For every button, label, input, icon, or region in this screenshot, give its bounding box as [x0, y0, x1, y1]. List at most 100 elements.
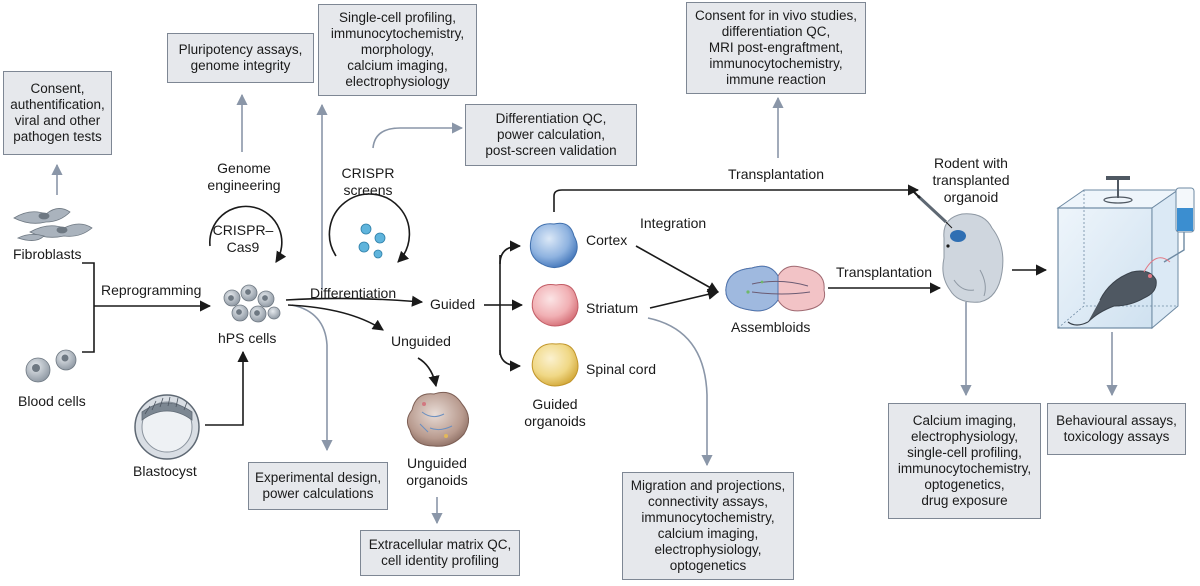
box-migration-line: electrophysiology, — [654, 542, 762, 557]
syringe-icon — [916, 194, 948, 224]
box-in-vivo: Consent for in vivo studies, differentia… — [686, 2, 866, 94]
box-differentiation-qc-line: Differentiation QC, — [495, 111, 607, 126]
box-pluripotency-line: Pluripotency assays, — [178, 42, 303, 57]
box-calcium-line: immunocytochemistry, — [897, 461, 1032, 476]
label-striatum: Striatum — [586, 300, 639, 316]
label-rodent-line: transplanted — [932, 172, 1010, 188]
box-differentiation-qc-line: power calculation, — [496, 127, 606, 142]
arrow-cortex-to-assembloids — [635, 245, 719, 293]
box-consent: Consent, authentification, viral and oth… — [3, 71, 112, 155]
arrow-unguided-to-organoid — [417, 357, 440, 388]
bracket-sources — [82, 262, 95, 353]
arrow-crispr-cas9-loop — [209, 205, 287, 263]
label-genome-engineering-line: engineering — [207, 177, 281, 193]
box-behavioural: Behavioural assays, toxicology assays — [1047, 403, 1186, 455]
arrow-striatum-to-assembloids — [649, 288, 720, 309]
box-calcium-line: single-cell profiling, — [907, 445, 1022, 460]
box-calcium-line: Calcium imaging, — [912, 413, 1017, 428]
box-migration-line: calcium imaging, — [657, 526, 759, 541]
box-migration-line: immunocytochemistry, — [641, 510, 775, 525]
grey-arrows — [51, 93, 1118, 525]
box-consent-line: Consent, — [30, 81, 85, 96]
label-rodent-line: organoid — [943, 189, 999, 205]
arrow-screens-to-diffqc — [372, 122, 464, 149]
label-cortex: Cortex — [586, 232, 628, 248]
box-ecm-qc-line: cell identity profiling — [381, 553, 499, 568]
box-in-vivo-line: Consent for in vivo studies, — [694, 8, 858, 23]
label-hps-cells: hPS cells — [218, 330, 277, 346]
box-experimental-design-line: power calculations — [262, 486, 374, 501]
box-single-cell-line: Single-cell profiling, — [338, 10, 457, 25]
hps-cells-illustration — [223, 284, 281, 323]
arrow-cortex-transplant — [553, 184, 920, 212]
box-experimental-design-line: Experimental design, — [255, 470, 382, 485]
box-calcium-line: optogenetics, — [924, 477, 1005, 492]
box-consent-line: pathogen tests — [13, 129, 102, 144]
label-guided-organoids: Guided organoids — [518, 396, 592, 430]
box-calcium: Calcium imaging, electrophysiology, sing… — [888, 403, 1041, 519]
spinal-cord-organoid — [531, 343, 579, 387]
arrow-fork-top — [499, 240, 522, 265]
box-consent-line: viral and other — [14, 113, 101, 128]
label-fibroblasts: Fibroblasts — [13, 246, 82, 262]
box-ecm-qc-line: Extracellular matrix QC, — [368, 537, 512, 552]
box-migration-line: optogenetics — [669, 558, 747, 573]
label-blastocyst: Blastocyst — [133, 463, 197, 479]
label-guided-organoids-line: organoids — [524, 413, 586, 429]
unguided-organoid — [406, 391, 469, 447]
box-in-vivo-line: differentiation QC, — [721, 24, 831, 39]
box-in-vivo-line: immunocytochemistry, — [709, 56, 843, 71]
box-migration-line: Migration and projections, — [630, 478, 786, 493]
box-migration: Migration and projections, connectivity … — [622, 472, 794, 580]
label-spinal-cord: Spinal cord — [586, 361, 657, 377]
label-unguided-organoids-line: organoids — [406, 472, 468, 488]
label-differentiation: Differentiation — [310, 285, 397, 301]
label-reprogramming: Reprogramming — [101, 282, 202, 298]
box-single-cell: Single-cell profiling, immunocytochemist… — [318, 4, 477, 96]
box-calcium-line: drug exposure — [921, 493, 1008, 508]
blastocyst-illustration — [134, 394, 200, 460]
box-differentiation-qc-line: post-screen validation — [485, 143, 617, 158]
label-crispr-cas9-line: CRISPR– — [212, 222, 274, 238]
label-crispr-cas9: CRISPR– Cas9 — [211, 222, 275, 256]
box-ecm-qc: Extracellular matrix QC, cell identity p… — [360, 530, 520, 576]
assembloid-illustration — [725, 265, 826, 312]
label-guided: Guided — [430, 296, 476, 312]
label-rodent: Rodent with transplanted organoid — [928, 155, 1014, 206]
label-blood-cells: Blood cells — [18, 393, 86, 409]
box-experimental-design: Experimental design, power calculations — [248, 462, 388, 510]
label-crispr-screens-line: screens — [343, 182, 393, 198]
arrow-hps-to-guided — [285, 295, 424, 307]
label-crispr-screens-line: CRISPR — [341, 165, 395, 181]
box-in-vivo-line: MRI post-engraftment, — [708, 40, 844, 55]
cortex-organoid — [529, 222, 578, 268]
label-crispr-screens: CRISPR screens — [336, 165, 400, 199]
box-single-cell-line: morphology, — [360, 42, 435, 57]
label-genome-engineering-line: Genome — [217, 160, 271, 176]
box-single-cell-line: immunocytochemistry, — [330, 26, 465, 41]
label-genome-engineering: Genome engineering — [206, 160, 282, 194]
box-single-cell-line: electrophysiology — [345, 74, 450, 89]
box-behavioural-line: Behavioural assays, — [1056, 413, 1177, 428]
arrow-blastocyst-to-hps — [205, 350, 249, 426]
box-calcium-line: electrophysiology, — [910, 429, 1019, 444]
box-differentiation-qc: Differentiation QC, power calculation, p… — [465, 104, 637, 166]
blood-cells-illustration — [25, 349, 77, 383]
arrow-striatum-to-migration — [647, 317, 713, 467]
arrow-crispr-screens-loop — [328, 193, 411, 263]
label-assembloids: Assembloids — [731, 319, 811, 335]
label-rodent-line: Rodent with — [934, 155, 1008, 171]
label-transplantation-top: Transplantation — [728, 166, 824, 182]
box-consent-line: authentification, — [10, 97, 105, 112]
black-arrows — [82, 184, 1048, 426]
crispr-virus-illustration — [358, 223, 386, 259]
fibroblasts-illustration — [13, 208, 93, 241]
box-migration-line: connectivity assays, — [647, 494, 769, 509]
box-pluripotency: Pluripotency assays, genome integrity — [167, 33, 314, 83]
arrow-hps-to-experimental — [291, 304, 333, 452]
cage-illustration — [1056, 176, 1195, 330]
striatum-organoid — [531, 284, 579, 327]
label-unguided: Unguided — [391, 333, 451, 349]
box-in-vivo-line: immune reaction — [726, 72, 826, 87]
